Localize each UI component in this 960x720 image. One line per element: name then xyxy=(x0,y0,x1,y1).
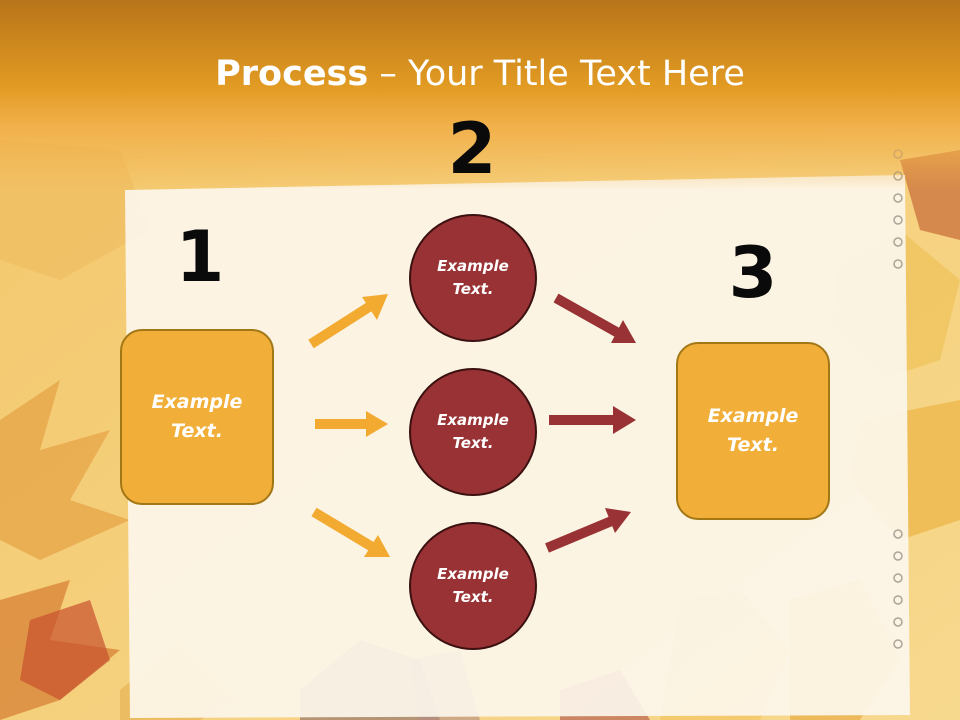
step-3-box-text: Example Text. xyxy=(707,405,799,456)
step-3-box: Example Text. xyxy=(676,342,830,520)
title-bold-part: Process xyxy=(215,54,369,94)
circle-middle-text: Example Text. xyxy=(437,411,509,452)
slide-title: Process – Your Title Text Here xyxy=(0,52,960,96)
step-1-box: Example Text. xyxy=(120,329,274,505)
arrow-circle-middle-to-box3 xyxy=(549,406,636,434)
step-2-circle-middle: Example Text. xyxy=(409,368,537,496)
circle-top-text: Example Text. xyxy=(437,257,509,298)
title-rest-part: – Your Title Text Here xyxy=(368,54,745,94)
arrow-circle-bottom-to-box3 xyxy=(545,508,631,553)
arrow-box1-to-circle-bottom xyxy=(311,507,390,557)
step-number-3: 3 xyxy=(728,232,778,314)
arrow-circle-top-to-box3 xyxy=(553,293,636,343)
title-header-bar xyxy=(0,0,960,190)
step-number-1: 1 xyxy=(175,216,225,298)
step-1-box-text: Example Text. xyxy=(151,391,243,442)
circle-bottom-text: Example Text. xyxy=(437,565,509,606)
step-number-2: 2 xyxy=(447,108,497,190)
arrow-box1-to-circle-middle xyxy=(315,411,388,437)
step-2-circle-bottom: Example Text. xyxy=(409,522,537,650)
step-2-circle-top: Example Text. xyxy=(409,214,537,342)
arrow-box1-to-circle-top xyxy=(308,294,388,349)
